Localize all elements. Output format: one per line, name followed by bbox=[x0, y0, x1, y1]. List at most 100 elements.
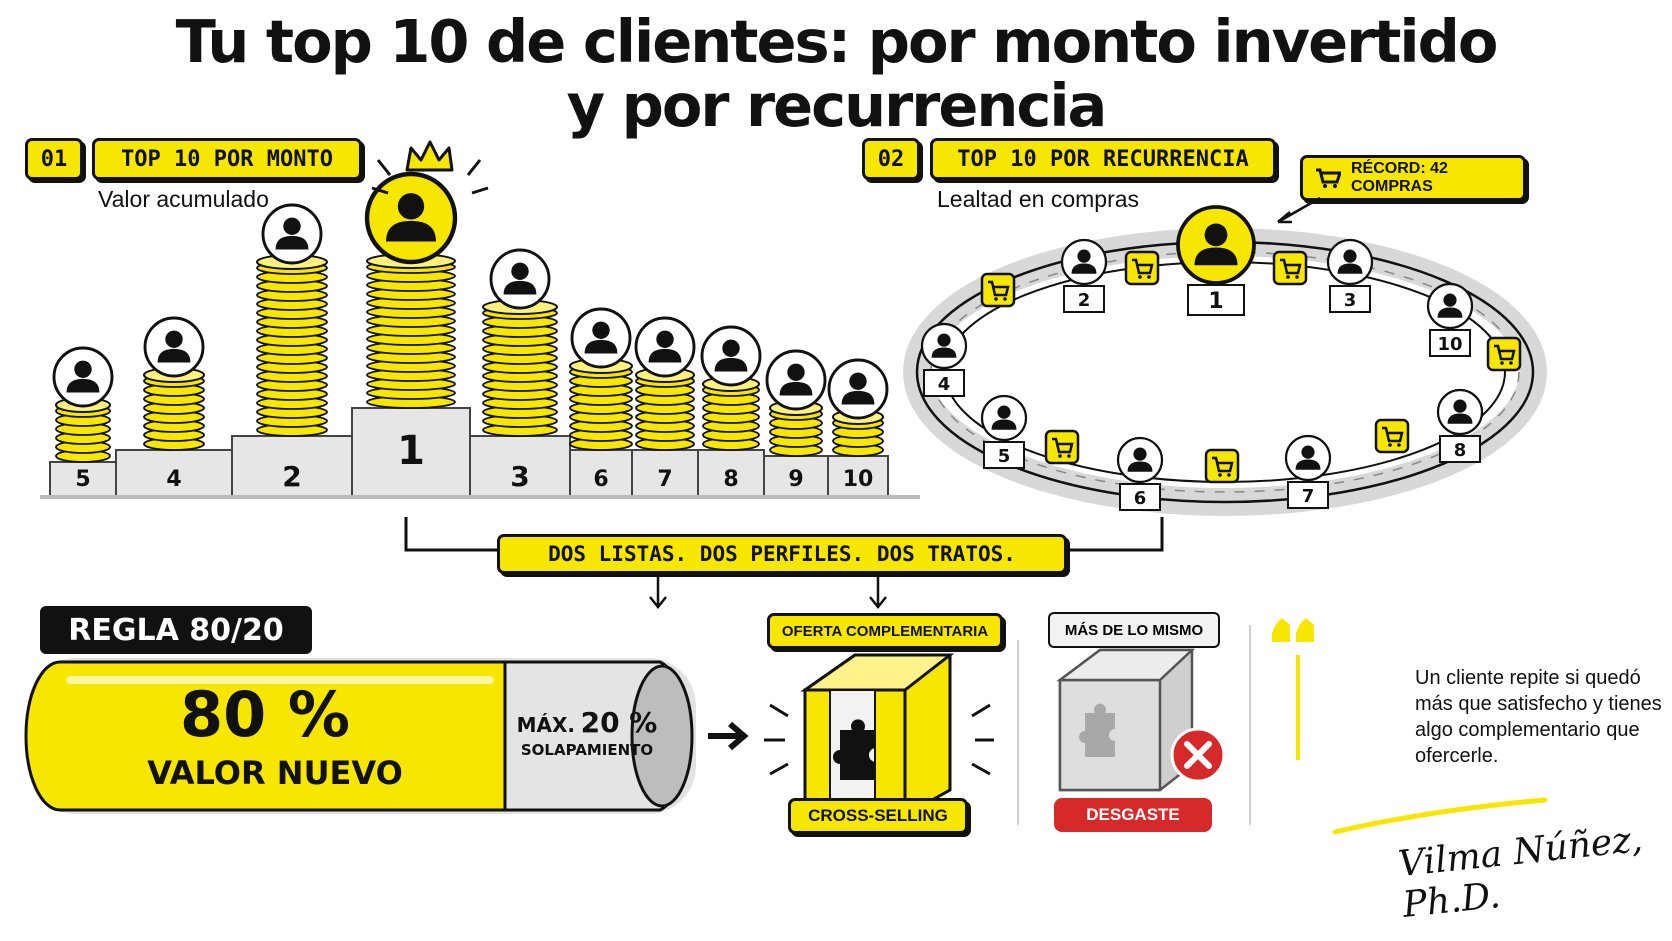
podium-label: 10 bbox=[843, 467, 874, 492]
user-icon bbox=[1326, 238, 1374, 286]
banner-text: DOS LISTAS. DOS PERFILES. DOS TRATOS. bbox=[548, 542, 1016, 566]
arrow-right-icon bbox=[708, 721, 749, 751]
arrow-down-left bbox=[649, 576, 667, 610]
loop-rank-label: 2 bbox=[1078, 290, 1091, 311]
offer-heading-text: OFERTA COMPLEMENTARIA bbox=[781, 622, 989, 640]
loop-rank-label: 7 bbox=[1302, 486, 1315, 507]
user-icon bbox=[1176, 205, 1256, 285]
section-2-heading: TOP 10 POR RECURRENCIA bbox=[930, 138, 1276, 180]
same-heading: MÁS DE LO MISMO bbox=[1048, 612, 1220, 648]
arrow-down-right bbox=[869, 576, 887, 610]
user-icon bbox=[364, 171, 458, 265]
user-icon bbox=[489, 248, 551, 310]
loop-node: 2 bbox=[1060, 238, 1108, 313]
record-badge: RÉCORD: 42 COMPRAS bbox=[1300, 155, 1526, 201]
user-icon bbox=[52, 346, 114, 408]
loop-rank-label: 1 bbox=[1208, 289, 1223, 314]
loop-rank-badge bbox=[923, 369, 965, 397]
rule-tag: REGLA 80/20 bbox=[40, 606, 312, 654]
podium-column: 3 bbox=[469, 248, 571, 497]
podium-label: 3 bbox=[510, 460, 529, 493]
user-icon bbox=[765, 349, 827, 411]
podium-column: 4 bbox=[115, 316, 233, 497]
loop-rank-badge bbox=[1063, 285, 1105, 313]
podium-column: 7 bbox=[631, 316, 699, 497]
record-pointer-head bbox=[1277, 211, 1292, 224]
user-icon bbox=[1426, 282, 1474, 330]
podium-label: 2 bbox=[282, 460, 301, 493]
loop-rank-label: 4 bbox=[938, 374, 951, 395]
cart-icon bbox=[980, 272, 1016, 308]
section-2-heading-text: TOP 10 POR RECURRENCIA bbox=[957, 146, 1249, 172]
podium-label: 1 bbox=[397, 428, 425, 474]
section-1-heading: TOP 10 POR MONTO bbox=[92, 138, 362, 180]
close-icon bbox=[1170, 727, 1226, 783]
signature-underline bbox=[1332, 797, 1548, 835]
same-footer-text: DESGASTE bbox=[1086, 805, 1180, 824]
small-label: SOLAPAMIENTO bbox=[520, 741, 654, 759]
cart-icon bbox=[1044, 429, 1080, 465]
offer-heading: OFERTA COMPLEMENTARIA bbox=[767, 613, 1003, 649]
loop-rank-label: 3 bbox=[1344, 290, 1357, 311]
loop-node: 5 bbox=[980, 394, 1028, 469]
podium-column: 6 bbox=[569, 307, 633, 497]
loop-rank-label: 8 bbox=[1454, 440, 1467, 461]
user-icon bbox=[1436, 388, 1484, 436]
loop-node: 4 bbox=[920, 322, 968, 397]
podium-step bbox=[231, 435, 353, 497]
user-icon bbox=[1060, 238, 1108, 286]
section-1-subtitle: Valor acumulado bbox=[98, 186, 269, 212]
user-icon bbox=[827, 358, 889, 420]
podium-column: 8 bbox=[697, 325, 765, 497]
user-icon bbox=[261, 203, 323, 265]
user-icon bbox=[1284, 434, 1332, 482]
record-text: RÉCORD: 42 COMPRAS bbox=[1351, 160, 1448, 195]
podium-column: 5 bbox=[49, 346, 117, 497]
section-1-number-text: 01 bbox=[40, 146, 68, 172]
small-prefix: MÁX. bbox=[516, 713, 576, 737]
user-icon bbox=[570, 307, 632, 369]
small-value: 20 % bbox=[580, 706, 658, 739]
podium-column: 9 bbox=[763, 349, 829, 497]
puzzle-gray-icon bbox=[1079, 703, 1115, 757]
user-icon bbox=[700, 325, 762, 387]
cart-icon bbox=[1204, 448, 1240, 484]
section-1-number: 01 bbox=[25, 138, 83, 180]
loop-rank-badge bbox=[1439, 435, 1481, 463]
podium-label: 6 bbox=[593, 467, 608, 492]
offer-footer: CROSS-SELLING bbox=[788, 798, 968, 834]
loop-rank-badge bbox=[983, 441, 1025, 469]
podium-step bbox=[351, 407, 471, 497]
podium-column: 10 bbox=[827, 358, 889, 497]
loop-rank-label: 10 bbox=[1437, 334, 1462, 355]
cart-icon bbox=[1272, 250, 1308, 286]
section-1-heading-text: TOP 10 POR MONTO bbox=[121, 146, 333, 172]
loop-rank-label: 5 bbox=[998, 446, 1011, 467]
cart-icon bbox=[1374, 418, 1410, 454]
cart-icon bbox=[1315, 168, 1343, 188]
user-icon bbox=[1116, 436, 1164, 484]
user-icon bbox=[634, 316, 696, 378]
title-line-1: Tu top 10 de clientes: por monto inverti… bbox=[175, 7, 1499, 76]
record-pointer bbox=[1277, 196, 1321, 224]
loop-node: 10 bbox=[1426, 282, 1474, 357]
cart-icon bbox=[1124, 250, 1160, 286]
loop-node: 3 bbox=[1326, 238, 1374, 313]
battery-80-20 bbox=[24, 658, 696, 814]
podium-label: 7 bbox=[657, 467, 672, 492]
podium-step bbox=[631, 449, 699, 497]
page-title: Tu top 10 de clientes: por monto inverti… bbox=[0, 10, 1672, 138]
puzzle-icon bbox=[833, 719, 876, 780]
user-icon bbox=[143, 316, 205, 378]
section-2-number-text: 02 bbox=[877, 146, 905, 172]
section-2-subtitle: Lealtad en compras bbox=[937, 186, 1140, 212]
loop-rank-badge bbox=[1329, 285, 1371, 313]
podium-label: 9 bbox=[788, 467, 803, 492]
podium-label: 5 bbox=[75, 467, 90, 492]
same-footer: DESGASTE bbox=[1054, 798, 1212, 832]
quote-icon bbox=[1271, 618, 1314, 642]
big-value: 80 % bbox=[180, 678, 350, 751]
quote-text: Un cliente repite si quedó más que satis… bbox=[1415, 667, 1662, 767]
